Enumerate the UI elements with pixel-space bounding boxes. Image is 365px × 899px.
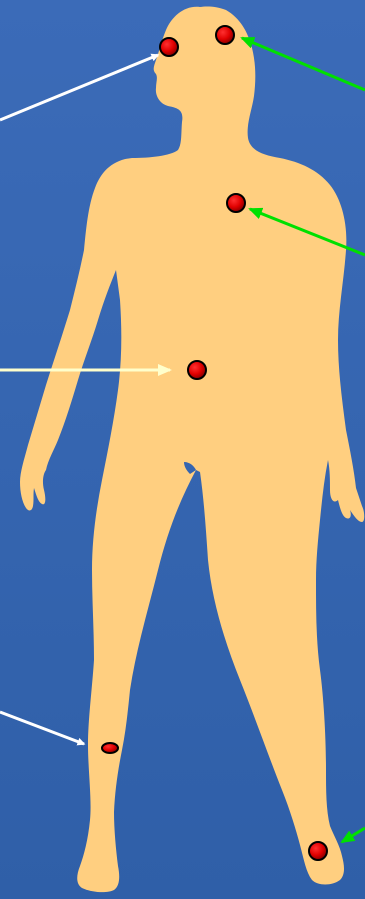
marker-head-front [160,38,178,56]
marker-head-top [216,26,234,44]
marker-abdomen [188,361,206,379]
marker-lower-leg [102,743,118,753]
marker-chest [227,194,245,212]
marker-foot [309,842,327,860]
